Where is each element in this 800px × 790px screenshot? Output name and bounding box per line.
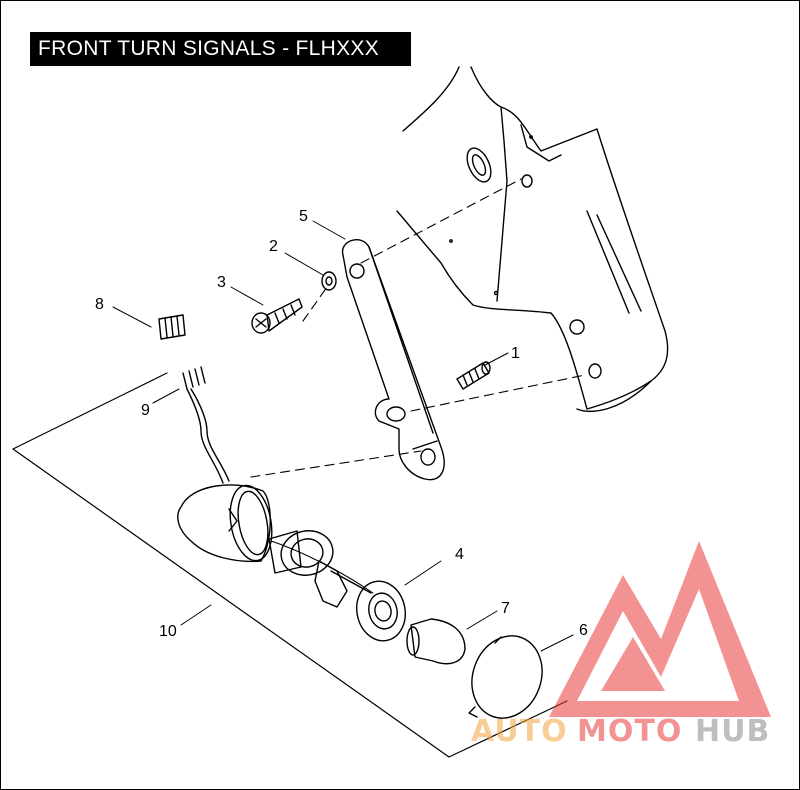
turn-signal-bracket [341, 238, 445, 481]
callout-3: 3 [217, 274, 226, 291]
callout-10: 10 [159, 623, 177, 640]
callout-7: 7 [501, 600, 510, 617]
callout-8: 8 [95, 296, 104, 313]
connector-housing [158, 314, 186, 340]
logo-text-hub: HUB [695, 714, 770, 749]
callout-2: 2 [269, 238, 278, 255]
callout-5: 5 [299, 208, 308, 225]
alignment-lines [250, 178, 586, 478]
logo-text-moto: MOTO [577, 714, 682, 749]
automotohub-logo: AUTO MOTO HUB [471, 541, 771, 749]
callout-9: 9 [141, 402, 150, 419]
bulb [406, 618, 466, 665]
group-bracket-10 [12, 372, 568, 758]
logo-text-auto: AUTO [471, 714, 568, 749]
screw [251, 298, 303, 334]
logo-triangle-core [601, 637, 665, 691]
set-screw [456, 361, 491, 390]
lens [468, 635, 543, 719]
fork-slider [396, 66, 669, 412]
callout-4: 4 [455, 546, 464, 563]
diagram-title: FRONT TURN SIGNALS - FLHXXX [30, 32, 411, 66]
leader-lines [112, 220, 574, 652]
wire-terminals [182, 366, 230, 484]
washer [321, 271, 337, 291]
callout-6: 6 [579, 622, 588, 639]
turn-signal-housing [177, 484, 273, 563]
callout-1: 1 [511, 345, 520, 362]
bulb-socket [268, 530, 406, 642]
